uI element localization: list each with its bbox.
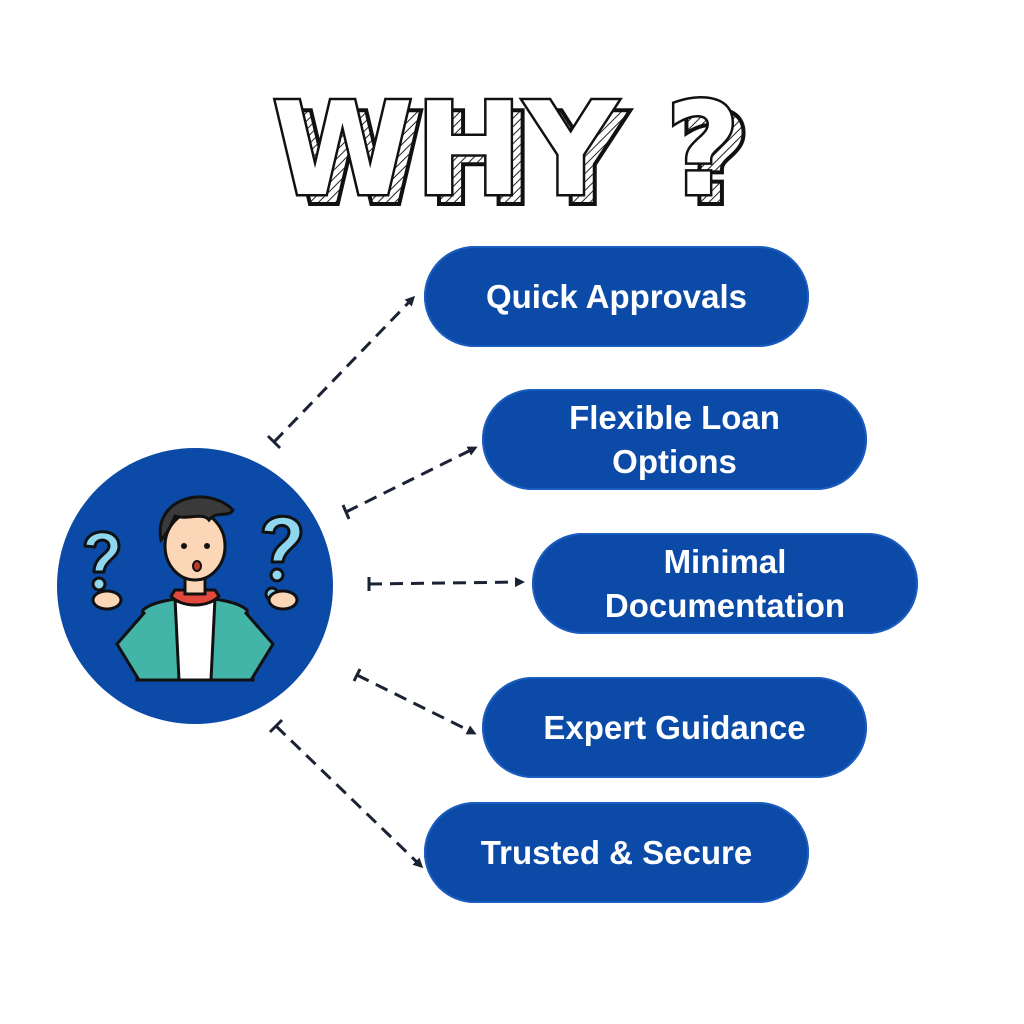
connector-trusted-secure: [274, 724, 424, 869]
right-arm: [243, 611, 275, 681]
benefit-label: Minimal Documentation: [604, 542, 846, 624]
question-dot-right: [269, 567, 285, 583]
benefit-label: Quick Approvals: [485, 277, 748, 315]
connector-minimal-docs: [368, 577, 525, 588]
title-text: WHY ?: [272, 76, 742, 225]
connector-tail-0: [266, 434, 282, 450]
benefit-label: Trusted & Secure: [480, 833, 753, 871]
connector-expert-guidance: [356, 673, 477, 735]
title-graphic: WHY ? WHY ?: [270, 74, 754, 238]
connector-quick-approvals: [272, 295, 416, 444]
collar: [169, 588, 221, 607]
benefit-label: Expert Guidance: [543, 708, 806, 746]
benefit-label: Flexible Loan Options: [569, 398, 780, 480]
left-hand: [91, 589, 123, 611]
connector-tail-1: [341, 504, 351, 520]
benefit-expert-guidance: Expert Guidance: [482, 677, 867, 778]
hair: [158, 495, 235, 544]
benefit-minimal-documentation: Minimal Documentation: [532, 533, 918, 634]
question-dot-left: [91, 576, 107, 592]
benefit-quick-approvals: Quick Approvals: [424, 246, 809, 347]
right-eye: [204, 543, 210, 549]
benefit-trusted-secure: Trusted & Secure: [424, 802, 809, 903]
question-mark-right: [261, 514, 303, 564]
left-eye: [181, 543, 187, 549]
hub-circle: [57, 448, 333, 724]
title-shadow: WHY ?: [284, 86, 754, 235]
title-heading: WHY ? WHY ?: [262, 74, 754, 238]
left-arm: [115, 611, 147, 681]
mouth: [192, 560, 202, 572]
shirt: [173, 596, 217, 682]
right-hand: [267, 589, 299, 611]
confused-person-icon: [83, 495, 303, 682]
connector-tail-3: [352, 668, 362, 682]
question-mark-left: [83, 530, 121, 574]
connector-flexible-loan: [345, 446, 478, 514]
benefit-flexible-loan-options: Flexible Loan Options: [482, 389, 867, 490]
